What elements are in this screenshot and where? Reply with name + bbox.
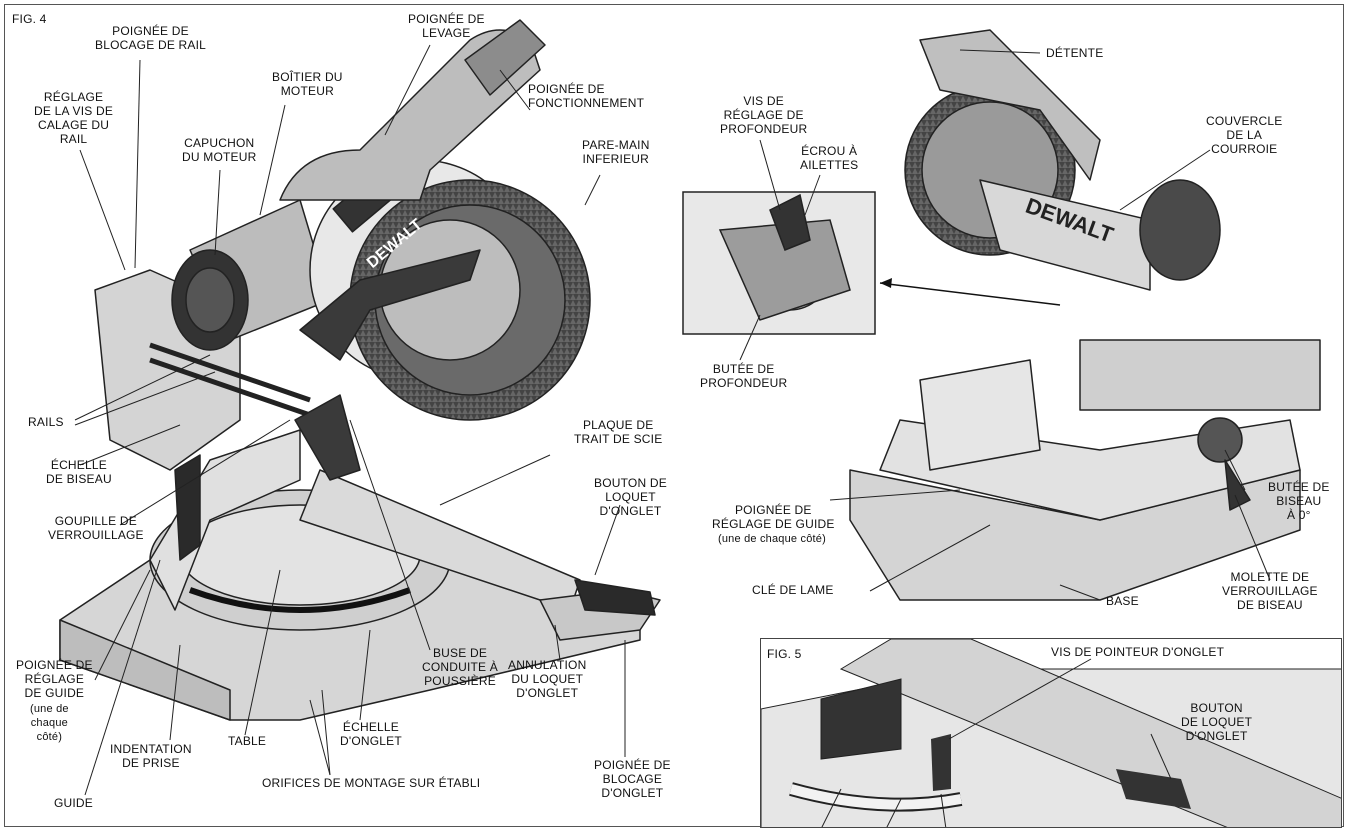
label-goupille: GOUPILLE DE VERROUILLAGE <box>48 514 144 542</box>
motor-graphic <box>171 199 331 351</box>
label-capuchon-moteur: CAPUCHON DU MOTEUR <box>182 136 257 164</box>
inset-arrow <box>879 282 1061 306</box>
fig5-illustration <box>761 639 1341 827</box>
fig4-leaders <box>74 44 626 796</box>
fig5-box: FIG. 5 VIS DE POINTEUR D'ONGLET BOUTON D… <box>760 638 1342 828</box>
label-poignee-fonctionnement: POIGNÉE DE FONCTIONNEMENT <box>528 82 645 110</box>
label-echelle-biseau: ÉCHELLE DE BISEAU <box>46 458 112 486</box>
label-vis-pointeur: VIS DE POINTEUR D'ONGLET <box>1051 645 1225 659</box>
label-bouton-loquet-onglet: BOUTON DE LOQUET D'ONGLET <box>594 476 667 518</box>
label-rails: RAILS <box>28 415 64 429</box>
label-poignee-blocage-rail: POIGNÉE DE BLOCAGE DE RAIL <box>95 24 207 52</box>
right-fence <box>919 359 1041 471</box>
label-bouton-loquet-fig5: BOUTON DE LOQUET D'ONGLET <box>1181 701 1253 743</box>
belt-cover <box>979 179 1151 291</box>
label-orifices: ORIFICES DE MONTAGE SUR ÉTABLI <box>262 776 481 790</box>
label-molette: MOLETTE DE VERROUILLAGE DE BISEAU <box>1222 570 1318 612</box>
label-butee-profondeur: BUTÉE DE PROFONDEUR <box>700 362 788 390</box>
depth-stop-inset <box>682 191 876 335</box>
label-plaque-trait: PLAQUE DE TRAIT DE SCIE <box>574 418 663 446</box>
label-detente: DÉTENTE <box>1046 46 1104 60</box>
label-echelle-onglet: ÉCHELLE D'ONGLET <box>340 720 402 748</box>
fence <box>149 429 301 611</box>
fig4-title: FIG. 4 <box>12 12 47 26</box>
label-vis-reglage-profondeur: VIS DE RÉGLAGE DE PROFONDEUR <box>720 94 808 136</box>
label-poignee-levage: POIGNÉE DE LEVAGE <box>408 12 485 40</box>
fig4-saw: DEWALT <box>59 19 661 721</box>
fig4-right-leaders <box>739 49 1271 601</box>
label-reglage-vis-calage: RÉGLAGE DE LA VIS DE CALAGE DU RAIL <box>34 90 114 146</box>
label-pare-main: PARE-MAIN INFERIEUR <box>582 138 650 166</box>
label-une-chaque-cote-left: (une de chaque côté) <box>30 703 69 743</box>
label-base: BASE <box>1106 594 1139 608</box>
label-annulation-loquet: ANNULATION DU LOQUET D'ONGLET <box>508 658 587 700</box>
label-poignee-reglage-guide-left: POIGNÉE DE RÉGLAGE DE GUIDE <box>16 658 93 700</box>
label-cle-lame: CLÉ DE LAME <box>752 583 834 597</box>
label-poignee-blocage-onglet: POIGNÉE DE BLOCAGE D'ONGLET <box>594 758 671 800</box>
label-poignee-reglage-guide-right: POIGNÉE DE RÉGLAGE DE GUIDE <box>712 503 835 531</box>
label-indentation-prise: INDENTATION DE PRISE <box>110 742 192 770</box>
miter-scale-graphic <box>188 587 412 613</box>
fig5-title: FIG. 5 <box>767 647 802 661</box>
label-ecrou-ailettes: ÉCROU À AILETTES <box>800 144 859 172</box>
label-boitier-moteur: BOÎTIER DU MOTEUR <box>272 70 343 98</box>
label-guide: GUIDE <box>54 796 94 810</box>
label-buse-poussiere: BUSE DE CONDUITE À POUSSIÈRE <box>422 646 499 688</box>
rail-assembly <box>1079 339 1321 411</box>
label-une-chaque-cote-right: (une de chaque côté) <box>718 533 826 545</box>
label-couvercle-courroie: COUVERCLE DE LA COURROIE <box>1206 114 1283 156</box>
label-table: TABLE <box>228 734 267 748</box>
arm-bracket <box>299 249 481 361</box>
miter-lock-handle <box>574 579 656 616</box>
rails-graphic <box>149 342 311 418</box>
fig4-right-saw: DEWALT <box>849 29 1321 601</box>
label-butee-biseau: BUTÉE DE BISEAU À 0° <box>1268 480 1330 522</box>
figure-frame <box>4 4 1344 827</box>
right-handle <box>919 29 1101 181</box>
dust-chute <box>294 394 361 481</box>
